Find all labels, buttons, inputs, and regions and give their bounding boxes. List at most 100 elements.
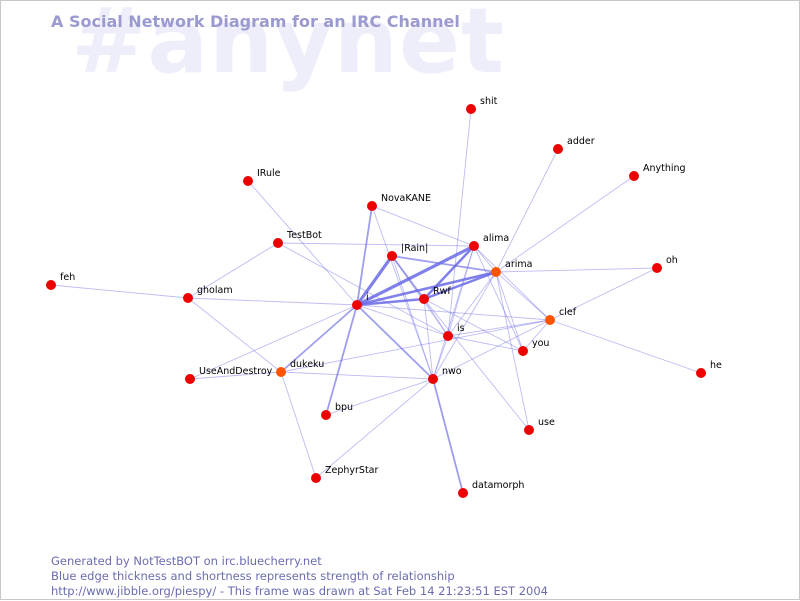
edge-gholam-dukeku	[187, 297, 282, 373]
node-dot[interactable]	[629, 171, 639, 181]
edge-dukeku-UseAndDestroy	[189, 371, 282, 380]
edge-NovaKANE-nwo	[371, 205, 434, 380]
node-label: gholam	[197, 285, 233, 296]
node-use[interactable]: use	[524, 417, 555, 435]
node-arima[interactable]: arima	[491, 259, 532, 277]
node-nwo[interactable]: nwo	[428, 366, 462, 384]
edge-i-Rwf	[356, 297, 425, 307]
node-dot[interactable]	[367, 201, 377, 211]
node-bpu[interactable]: bpu	[321, 402, 353, 420]
node-i[interactable]: i	[352, 292, 369, 310]
node-label: NovaKANE	[381, 193, 431, 204]
edge-Rain-arima	[391, 255, 497, 273]
edge-i-Rain	[355, 255, 394, 306]
node-is[interactable]: is	[443, 323, 465, 341]
footer-generated-by: Generated by NotTestBOT on irc.bluecherr…	[51, 554, 322, 568]
node-shit[interactable]: shit	[466, 96, 498, 114]
node-NovaKANE[interactable]: NovaKANE	[367, 193, 431, 211]
node-dot[interactable]	[243, 176, 253, 186]
node-label: i	[366, 292, 369, 303]
edge-arima-use	[495, 271, 530, 431]
node-Anything[interactable]: Anything	[629, 163, 686, 181]
node-dot[interactable]	[545, 315, 555, 325]
node-clef[interactable]: clef	[545, 307, 577, 325]
edge-nwo-Rwf	[423, 298, 434, 380]
node-label: |Rain|	[401, 243, 428, 254]
footer: Generated by NotTestBOT on irc.bluecherr…	[51, 554, 548, 599]
edge-clef-he	[549, 319, 702, 374]
node-UseAndDestroy[interactable]: UseAndDestroy	[185, 366, 273, 384]
edge-clef-oh	[549, 267, 658, 321]
node-label: ZephyrStar	[325, 465, 379, 476]
edge-nwo-dukeku	[280, 371, 434, 380]
edge-TestBot-alima	[277, 242, 475, 247]
node-Rwf[interactable]: Rwf	[419, 286, 451, 304]
node-dot[interactable]	[518, 346, 528, 356]
channel-watermark: #anynet	[71, 0, 506, 94]
node-dot[interactable]	[443, 331, 453, 341]
edge-TestBot-is	[277, 242, 449, 337]
node-label: is	[457, 323, 465, 334]
node-label: IRule	[257, 168, 281, 179]
node-dukeku[interactable]: dukeku	[276, 359, 324, 377]
node-label: Rwf	[433, 286, 451, 297]
edge-Rain-Rwf	[391, 255, 425, 300]
node-you[interactable]: you	[518, 338, 549, 356]
node-dot[interactable]	[185, 374, 195, 384]
node-alima[interactable]: alima	[469, 233, 509, 251]
node-datamorph[interactable]: datamorph	[458, 480, 524, 498]
node-dot[interactable]	[524, 425, 534, 435]
edge-nwo-arima	[432, 271, 497, 380]
footer-url-timestamp[interactable]: http://www.jibble.org/piespy/ - This fra…	[51, 584, 548, 598]
edge-i-arima	[356, 270, 497, 307]
node-dot[interactable]	[466, 104, 476, 114]
edge-arima-oh	[495, 267, 658, 273]
edge-nwo-alima	[432, 245, 475, 380]
node-ZephyrStar[interactable]: ZephyrStar	[311, 465, 379, 483]
edge-nwo-clef	[432, 319, 551, 380]
node-oh[interactable]: oh	[652, 255, 678, 273]
node-label: arima	[505, 259, 532, 270]
node-IRule[interactable]: IRule	[243, 168, 281, 186]
edge-i-bpu	[325, 304, 358, 416]
node-dot[interactable]	[469, 241, 479, 251]
node-he[interactable]: he	[696, 360, 722, 378]
node-dot[interactable]	[419, 294, 429, 304]
node-Rain[interactable]: |Rain|	[387, 243, 428, 261]
node-TestBot[interactable]: TestBot	[273, 230, 322, 248]
edge-i-is	[356, 304, 449, 337]
node-dot[interactable]	[352, 300, 362, 310]
node-dot[interactable]	[491, 267, 501, 277]
node-gholam[interactable]: gholam	[183, 285, 233, 303]
edge-Anything-arima	[495, 175, 635, 273]
edge-i-clef	[356, 304, 551, 321]
node-dot[interactable]	[387, 251, 397, 261]
node-dot[interactable]	[183, 293, 193, 303]
node-dot[interactable]	[553, 144, 563, 154]
edge-is-nwo	[432, 335, 449, 380]
node-dot[interactable]	[696, 368, 706, 378]
node-dot[interactable]	[321, 410, 331, 420]
edges-layer	[50, 108, 702, 494]
node-label: clef	[559, 307, 577, 318]
node-dot[interactable]	[46, 280, 56, 290]
node-dot[interactable]	[311, 473, 321, 483]
edge-feh-gholam	[50, 284, 189, 299]
edge-NovaKANE-alima	[371, 205, 475, 247]
node-dot[interactable]	[458, 488, 468, 498]
edge-clef-is	[447, 319, 551, 337]
node-dot[interactable]	[273, 238, 283, 248]
node-dot[interactable]	[428, 374, 438, 384]
edge-i-NovaKANE	[356, 205, 373, 306]
edge-TestBot-gholam	[187, 242, 279, 299]
node-feh[interactable]: feh	[46, 272, 75, 290]
edge-i-dukeku	[280, 304, 358, 373]
edge-Rwf-is	[423, 298, 449, 337]
node-dot[interactable]	[276, 367, 286, 377]
node-adder[interactable]: adder	[553, 136, 595, 154]
node-label: oh	[666, 255, 678, 266]
node-dot[interactable]	[652, 263, 662, 273]
edge-is-you	[447, 335, 524, 352]
